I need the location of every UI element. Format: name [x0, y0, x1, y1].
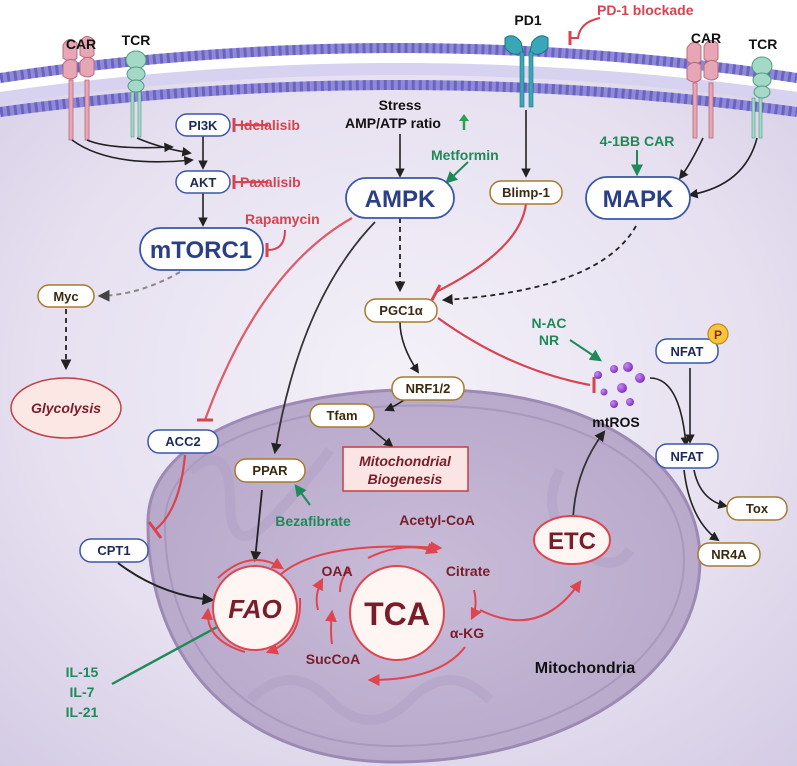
paxalisib-label: Paxalisib	[240, 174, 301, 190]
citrate-label: Citrate	[446, 563, 491, 579]
il21-label: IL-21	[66, 704, 99, 720]
mtros-label: mtROS	[592, 414, 639, 430]
bezafibrate-label: Bezafibrate	[275, 513, 351, 529]
myc-node	[37, 284, 95, 308]
etc-label: ETC	[548, 528, 596, 555]
tca-node	[349, 565, 445, 661]
tcr-right-label: TCR	[749, 36, 778, 52]
fao-node	[212, 565, 298, 651]
tfam-node	[309, 403, 375, 428]
akg-label: α-KG	[450, 625, 484, 641]
mito-biogenesis-line1: Mitochondrial	[359, 453, 452, 469]
phosphate-label: P	[714, 328, 722, 342]
nrf12-label: NRF1/2	[406, 381, 451, 396]
tca-label: TCA	[364, 596, 430, 632]
nfat-bottom-node	[655, 443, 719, 469]
car-41bb-label: 4-1BB CAR	[600, 133, 675, 149]
tox-label: Tox	[746, 501, 769, 516]
glycolysis-node	[10, 377, 122, 439]
up-arrow-icon	[459, 114, 469, 130]
fao-label: FAO	[228, 594, 281, 624]
tca-cycle-arrows	[312, 542, 482, 686]
tox-node	[726, 496, 788, 521]
rapamycin-label: Rapamycin	[245, 211, 320, 227]
tcr-receptor-right	[751, 56, 773, 139]
mitochondria-label: Mitochondria	[535, 660, 636, 677]
pgc1a-node	[364, 298, 438, 323]
nfat-bottom-label: NFAT	[671, 449, 704, 464]
nr-label: NR	[539, 332, 559, 348]
pd1-label: PD1	[514, 12, 541, 28]
acc2-label: ACC2	[165, 434, 200, 449]
mito-biogenesis-line2: Biogenesis	[368, 471, 443, 487]
mapk-label: MAPK	[603, 186, 674, 213]
blimp1-label: Blimp-1	[502, 185, 550, 200]
pi3k-label: PI3K	[189, 118, 219, 133]
car-receptor-right	[686, 40, 719, 139]
etc-node	[533, 515, 611, 565]
tcr-receptor-left	[125, 50, 147, 138]
mtorc1-label: mTORC1	[150, 237, 252, 264]
mitochondrial-biogenesis-node	[342, 446, 469, 492]
idelalisib-label: Idelalisib	[240, 117, 300, 133]
cpt1-node	[79, 538, 149, 563]
cpt1-label: CPT1	[97, 543, 130, 558]
ppar-node	[234, 458, 306, 483]
il15-label: IL-15	[66, 664, 99, 680]
myc-label: Myc	[53, 289, 78, 304]
stress-label: Stress	[379, 97, 422, 113]
glycolysis-label: Glycolysis	[31, 400, 101, 416]
nr4a-label: NR4A	[711, 547, 747, 562]
acetyl-coa-label: Acetyl-CoA	[399, 512, 474, 528]
ampk-label: AMPK	[365, 186, 436, 213]
acc2-node	[147, 429, 219, 454]
il7-label: IL-7	[70, 684, 95, 700]
akt-label: AKT	[190, 175, 217, 190]
nfat-top-label: NFAT	[671, 344, 704, 359]
nrf12-node	[391, 376, 465, 401]
pi3k-node	[175, 113, 231, 137]
pd1-blockade-label: PD-1 blockade	[597, 2, 694, 18]
nr4a-node	[697, 542, 761, 567]
oaa-label: OAA	[321, 563, 352, 579]
succoa-label: SucCoA	[306, 651, 360, 667]
pathway-edges	[60, 17, 758, 686]
akt-node	[175, 170, 231, 194]
mtorc1-node	[139, 227, 264, 271]
ampk-node	[345, 177, 455, 219]
pgc1a-label: PGC1α	[379, 303, 422, 318]
car-left-label: CAR	[66, 36, 96, 52]
mtros-molecules-icon	[594, 362, 645, 408]
plasma-membrane	[0, 43, 797, 117]
tcr-left-label: TCR	[122, 32, 151, 48]
nfat-top-node	[655, 338, 719, 364]
amp-atp-ratio-label: AMP/ATP ratio	[345, 115, 441, 131]
ppar-label: PPAR	[252, 463, 288, 478]
mapk-node	[585, 176, 691, 220]
car-right-label: CAR	[691, 30, 721, 46]
metformin-label: Metformin	[431, 147, 499, 163]
tfam-label: Tfam	[326, 408, 357, 423]
pd1-receptor	[504, 35, 549, 108]
n-ac-label: N-AC	[532, 315, 567, 331]
car-receptor-left	[62, 36, 95, 141]
blimp1-node	[489, 180, 563, 205]
phosphate-icon	[707, 323, 729, 345]
